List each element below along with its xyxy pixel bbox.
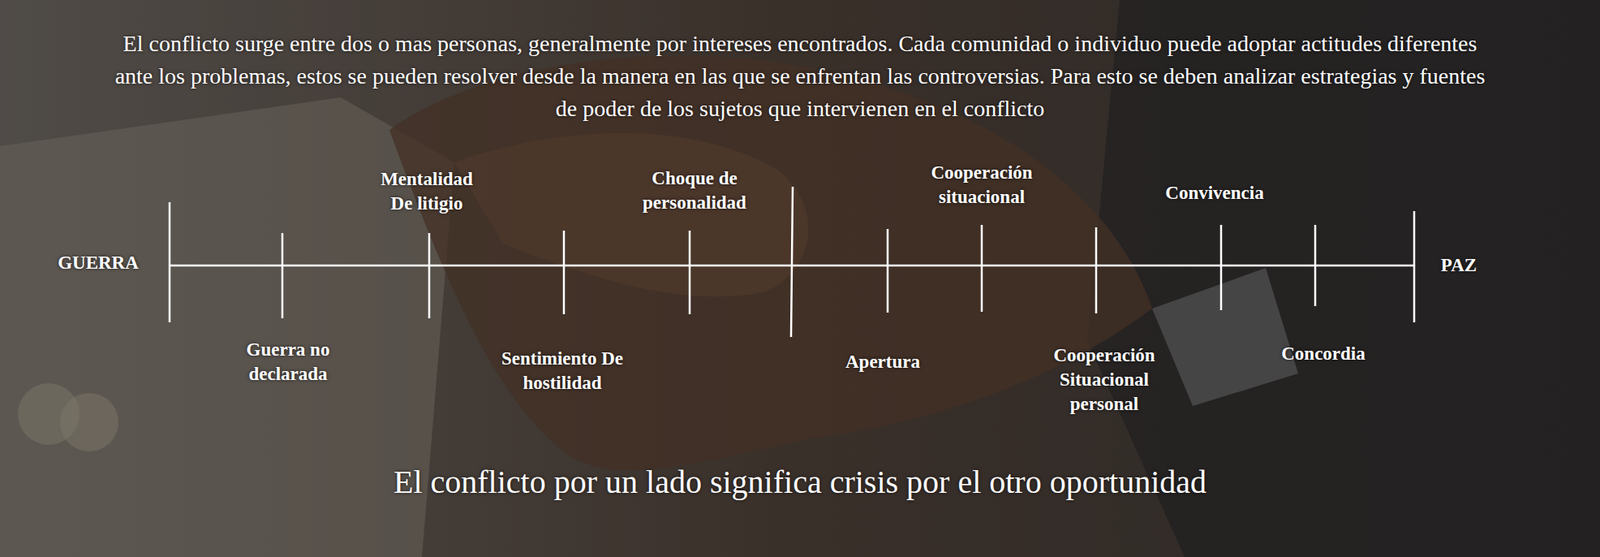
tick: [886, 228, 890, 313]
tick: [791, 186, 793, 337]
scale-label: Guerra no declarada: [235, 337, 341, 387]
scale-label: Cooperación Situacional personal: [1043, 343, 1166, 417]
tick: [1220, 224, 1223, 310]
tick: [980, 224, 984, 312]
tick: [281, 232, 284, 319]
scale-label: Concordia: [1281, 341, 1366, 366]
caption-text: El conflicto por un lado significa crisi…: [0, 462, 1600, 502]
tick: [1095, 227, 1098, 314]
scale-label: Choque de personalidad: [629, 166, 760, 216]
tick: [168, 202, 172, 323]
scale-label: Convivencia: [1165, 180, 1264, 206]
timeline: [169, 186, 1415, 337]
scale-label: Cooperación situacional: [916, 160, 1047, 210]
tick: [428, 232, 431, 319]
scale-label: PAZ: [1440, 253, 1477, 278]
tick: [1314, 224, 1317, 306]
scale-label: GUERRA: [57, 250, 139, 276]
tick: [1413, 210, 1416, 323]
tick: [688, 230, 692, 314]
tick: [563, 230, 566, 314]
scale-label: Sentimiento De hostilidad: [499, 346, 626, 396]
scale-label: Apertura: [845, 349, 921, 375]
scale-label: Mentalidad De litigio: [368, 167, 487, 216]
heading-text: El conflicto surge entre dos o mas perso…: [110, 27, 1490, 125]
